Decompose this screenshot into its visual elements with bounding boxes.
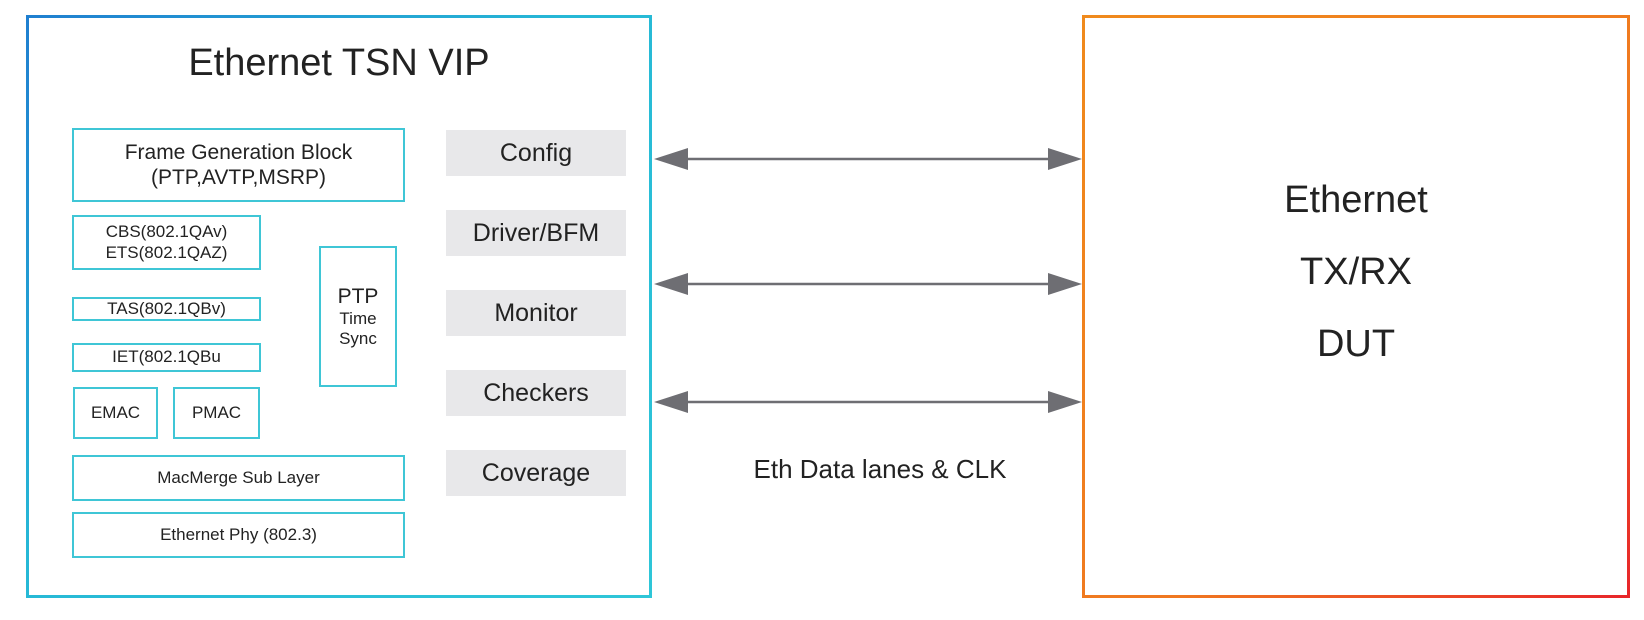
dut-frame (1082, 15, 1630, 598)
eth-data-lanes-label: Eth Data lanes & CLK (753, 454, 1007, 484)
vip-title: Ethernet TSN VIP (188, 42, 490, 84)
arrow-monitor (654, 273, 1082, 295)
arrow-config (654, 148, 1082, 170)
frame-generation-protocols: (PTP,AVTP,MSRP) (150, 166, 327, 189)
arrow-checkers (654, 391, 1082, 413)
macmerge-block: MacMerge Sub Layer (72, 455, 405, 501)
ptp-time-label: Time (339, 309, 377, 329)
ethernet-phy-block: Ethernet Phy (802.3) (72, 512, 405, 558)
ets-label: ETS(802.1QAZ) (105, 242, 228, 262)
iet-label: IET(802.1QBu (112, 347, 221, 367)
dut-line-dut: DUT (1316, 323, 1396, 365)
frame-generation-title: Frame Generation Block (124, 140, 353, 164)
ptp-label: PTP (337, 284, 379, 308)
ptp-time-sync-block: PTP Time Sync (319, 246, 397, 387)
ethernet-phy-label: Ethernet Phy (802.3) (160, 524, 317, 544)
emac-block: EMAC (73, 387, 158, 439)
side-panel-monitor: Monitor (446, 290, 626, 336)
tas-block: TAS(802.1QBv) (72, 297, 261, 321)
ptp-sync-label: Sync (339, 328, 377, 348)
macmerge-label: MacMerge Sub Layer (157, 467, 320, 487)
cbs-ets-block: CBS(802.1QAv) ETS(802.1QAZ) (72, 215, 261, 270)
side-panel-coverage: Coverage (446, 450, 626, 496)
side-panel-config: Config (446, 130, 626, 176)
side-panel-checkers: Checkers (446, 370, 626, 416)
dut-line-txrx: TX/RX (1300, 251, 1412, 293)
frame-generation-block: Frame Generation Block (PTP,AVTP,MSRP) (72, 128, 405, 202)
dut-label: Ethernet TX/RX DUT (1082, 172, 1630, 388)
tas-label: TAS(802.1QBv) (107, 298, 226, 318)
emac-label: EMAC (90, 402, 141, 422)
pmac-label: PMAC (191, 402, 242, 422)
iet-block: IET(802.1QBu (72, 343, 261, 372)
dut-line-ethernet: Ethernet (1284, 179, 1428, 221)
side-panel-driver-bfm: Driver/BFM (446, 210, 626, 256)
cbs-label: CBS(802.1QAv) (105, 222, 228, 242)
pmac-block: PMAC (173, 387, 260, 439)
